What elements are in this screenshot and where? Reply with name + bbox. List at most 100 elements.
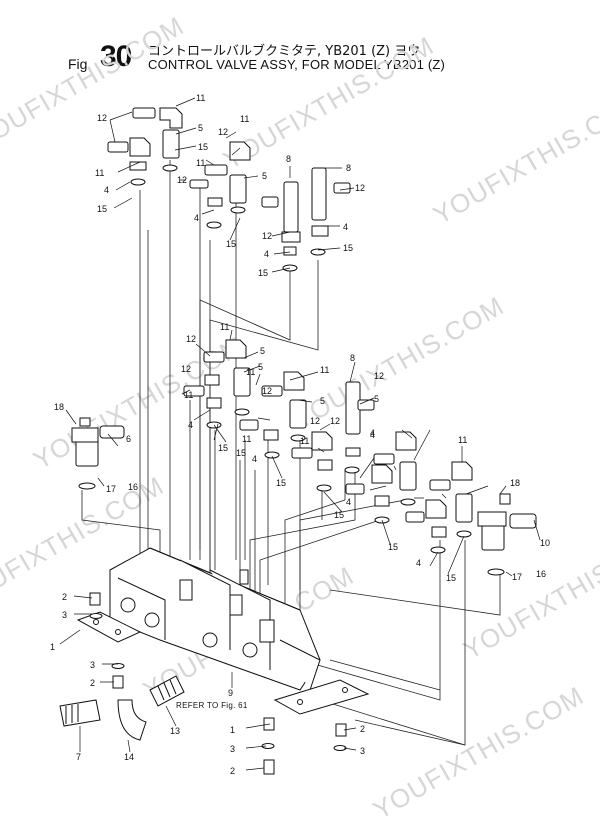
callout-label: 15 <box>198 142 208 152</box>
leader-lines <box>59 97 541 771</box>
callout-label: 13 <box>170 726 180 736</box>
relief-valve-right <box>477 493 537 576</box>
callout-label: 4 <box>252 454 257 464</box>
callout-label: 11 <box>458 435 467 445</box>
watermark-text: YOUFIXTHIS.COM <box>368 680 589 825</box>
callout-label: 15 <box>446 573 456 583</box>
callout-label: 12 <box>374 371 384 381</box>
watermark-text: YOUFIXTHIS.COM <box>218 30 439 175</box>
callout-label: 15 <box>388 542 398 552</box>
parts <box>59 107 537 775</box>
relief-valve-left <box>71 417 125 490</box>
callout-label: 15 <box>236 448 246 458</box>
callout-label: 4 <box>416 558 421 568</box>
callout-label: 11 <box>240 114 249 124</box>
callout-label: 11 <box>95 168 104 178</box>
callout-label: 15 <box>218 443 228 453</box>
callout-labels: 12 11 11 5 15 12 11 11 4 15 12 5 4 15 8 … <box>50 93 550 776</box>
callout-label: 3 <box>230 744 235 754</box>
mounting-plate-left <box>76 611 142 643</box>
callout-label: 5 <box>262 171 267 181</box>
figure-header: Fig. 30 コントロールバルブクミタテ, YB201 (Z) ヨウ CONT… <box>68 38 588 78</box>
callout-label: 11 <box>320 365 329 375</box>
callout-label: 8 <box>346 163 351 173</box>
figure-number: 30 <box>100 40 132 73</box>
callout-label: 11 <box>300 436 309 446</box>
callout-label: 15 <box>343 243 353 253</box>
callout-label: 6 <box>126 434 131 444</box>
hose-fitting-nipple <box>149 675 185 707</box>
callout-label: 4 <box>188 420 193 430</box>
callout-label: 8 <box>350 353 355 363</box>
callout-label: 4 <box>343 222 348 232</box>
callout-label: 2 <box>230 766 235 776</box>
callout-label: 3 <box>62 610 67 620</box>
callout-label: 12 <box>330 416 340 426</box>
callout-label: 15 <box>226 239 236 249</box>
callout-label: 11 <box>220 322 229 332</box>
callout-label: 15 <box>334 510 344 520</box>
callout-label: 16 <box>128 482 138 492</box>
fitting-elbow-upper <box>107 107 183 186</box>
callout-label: 5 <box>260 346 265 356</box>
callout-label: 4 <box>370 430 375 440</box>
callout-label: 12 <box>262 386 272 396</box>
callout-label: 8 <box>286 154 291 164</box>
callout-label: 3 <box>360 746 365 756</box>
callout-label: 12 <box>355 183 365 193</box>
hose-fitting-elbow <box>117 699 147 741</box>
callout-label: 14 <box>124 752 134 762</box>
callout-label: 4 <box>264 249 269 259</box>
routing-lines <box>81 160 501 746</box>
watermark-text: YOUFIXTHIS.COM <box>428 85 600 230</box>
callout-label: 18 <box>54 402 64 412</box>
callout-label: 17 <box>512 572 522 582</box>
callout-label: 7 <box>76 752 81 762</box>
figure-title-english: CONTROL VALVE ASSY, FOR MODEL YB201 (Z) <box>148 57 446 72</box>
fitting-cluster-middle <box>183 339 307 459</box>
callout-label: 1 <box>230 725 235 735</box>
callout-label: 5 <box>258 362 263 372</box>
watermark-text: YOUFIXTHIS.COM <box>458 520 600 665</box>
figure-title-japanese: コントロールバルブクミタテ, YB201 (Z) ヨウ <box>148 44 421 59</box>
callout-label: 15 <box>276 478 286 488</box>
valve-spool-tube-2 <box>344 381 375 474</box>
callout-label: 11 <box>196 158 205 168</box>
callout-label: 2 <box>90 678 95 688</box>
callout-label: 4 <box>104 185 109 195</box>
callout-label: 3 <box>90 660 95 670</box>
fitting-elbow-upper-2 <box>189 141 251 229</box>
fitting-cluster-right <box>291 431 473 554</box>
mounting-plate-right <box>273 679 370 715</box>
callout-label: 2 <box>62 592 67 602</box>
callout-label: 11 <box>246 367 255 377</box>
callout-label: 15 <box>258 268 268 278</box>
callout-label: 4 <box>194 213 199 223</box>
callout-label: 5 <box>198 123 203 133</box>
callout-label: 5 <box>374 394 379 404</box>
reference-note: REFER TO Fig. 61 <box>176 701 248 710</box>
valve-spool-tube <box>261 167 351 272</box>
callout-label: 12 <box>310 416 320 426</box>
callout-label: 15 <box>97 204 107 214</box>
callout-label: 11 <box>184 390 193 400</box>
callout-label: 4 <box>346 497 351 507</box>
callout-label: 12 <box>186 334 196 344</box>
callout-label: 9 <box>228 688 233 698</box>
watermark-text: YOUFIXTHIS.COM <box>288 290 509 435</box>
callout-label: 18 <box>510 478 520 488</box>
callout-label: 11 <box>196 93 205 103</box>
callout-label: 12 <box>262 231 272 241</box>
figure-prefix: Fig. <box>68 56 92 72</box>
callout-label: 2 <box>360 724 365 734</box>
callout-label: 10 <box>540 538 550 548</box>
callout-label: 17 <box>106 484 116 494</box>
callout-label: 12 <box>97 113 107 123</box>
callout-label: 16 <box>536 569 546 579</box>
callout-label: 12 <box>218 127 228 137</box>
hose-fitting-straight <box>59 699 101 727</box>
callout-label: 5 <box>320 396 325 406</box>
callout-label: 11 <box>242 434 251 444</box>
callout-label: 12 <box>181 364 191 374</box>
